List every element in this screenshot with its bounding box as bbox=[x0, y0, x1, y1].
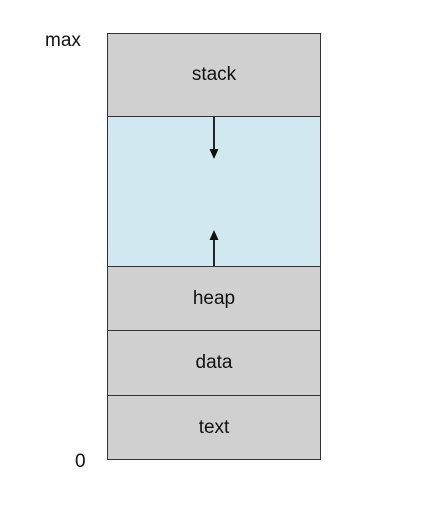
zero-address-label: 0 bbox=[75, 451, 86, 472]
stack-label: stack bbox=[191, 64, 237, 85]
data-segment: data bbox=[108, 331, 320, 396]
free-space-region bbox=[108, 117, 320, 267]
data-label: data bbox=[195, 352, 233, 373]
heap-segment: heap bbox=[108, 267, 320, 331]
stack-segment: stack bbox=[108, 34, 320, 117]
stack-growth-down-arrow-icon bbox=[209, 117, 219, 159]
text-label: text bbox=[198, 416, 230, 438]
heap-growth-up-arrow-icon bbox=[209, 230, 219, 266]
text-segment: text bbox=[108, 396, 320, 459]
heap-label: heap bbox=[192, 287, 236, 309]
process-memory-layout: stack heap data text bbox=[107, 33, 321, 460]
max-address-label: max bbox=[45, 30, 81, 51]
